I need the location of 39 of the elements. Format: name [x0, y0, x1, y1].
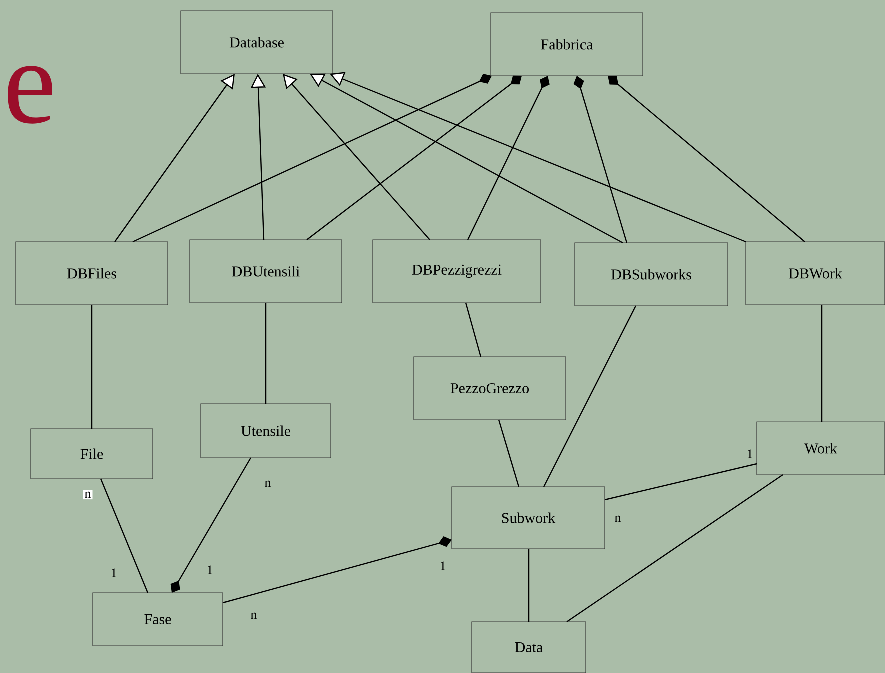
multiplicity-label: 1 — [112, 568, 116, 578]
generalization-arrow — [114, 74, 235, 242]
composition-line — [467, 76, 550, 240]
class-box: File — [30, 428, 154, 480]
association-line — [265, 303, 267, 404]
class-box: DBUtensili — [190, 240, 342, 304]
class-box: Data — [472, 622, 586, 673]
class-box: Subwork — [452, 486, 606, 550]
association-line — [100, 478, 149, 594]
class-box: Utensile — [200, 404, 332, 458]
association-line — [604, 463, 758, 501]
composition-line — [132, 74, 492, 243]
multiplicity-label: 1 — [440, 562, 446, 570]
association-line — [465, 302, 482, 358]
composition-line — [222, 536, 452, 604]
multiplicity-label: 1 — [748, 450, 752, 458]
class-box: Fabbrica — [490, 12, 644, 76]
generalization-arrow — [283, 74, 430, 240]
composition-line — [608, 76, 806, 242]
composition-line — [574, 76, 628, 244]
class-box: PezzoGrezzo — [414, 356, 566, 420]
class-box: DBWork — [746, 242, 885, 306]
multiplicity-label: n — [251, 612, 258, 620]
class-box: Fase — [92, 592, 224, 646]
association-line — [498, 420, 520, 488]
association-line — [543, 306, 637, 488]
association-line — [528, 549, 530, 622]
multiplicity-label: n — [265, 480, 272, 488]
class-box: DBSubworks — [574, 242, 728, 306]
class-box: DBPezzigrezzi — [372, 240, 542, 304]
association-line — [566, 474, 784, 622]
composition-line — [170, 458, 252, 593]
association-line — [821, 305, 823, 422]
slide-title: e — [8, 66, 52, 124]
multiplicity-label: 1 — [208, 566, 212, 574]
association-line — [91, 305, 93, 429]
class-box: Work — [756, 422, 885, 476]
class-box: DBFiles — [16, 242, 168, 306]
class-box: Database — [180, 10, 334, 74]
